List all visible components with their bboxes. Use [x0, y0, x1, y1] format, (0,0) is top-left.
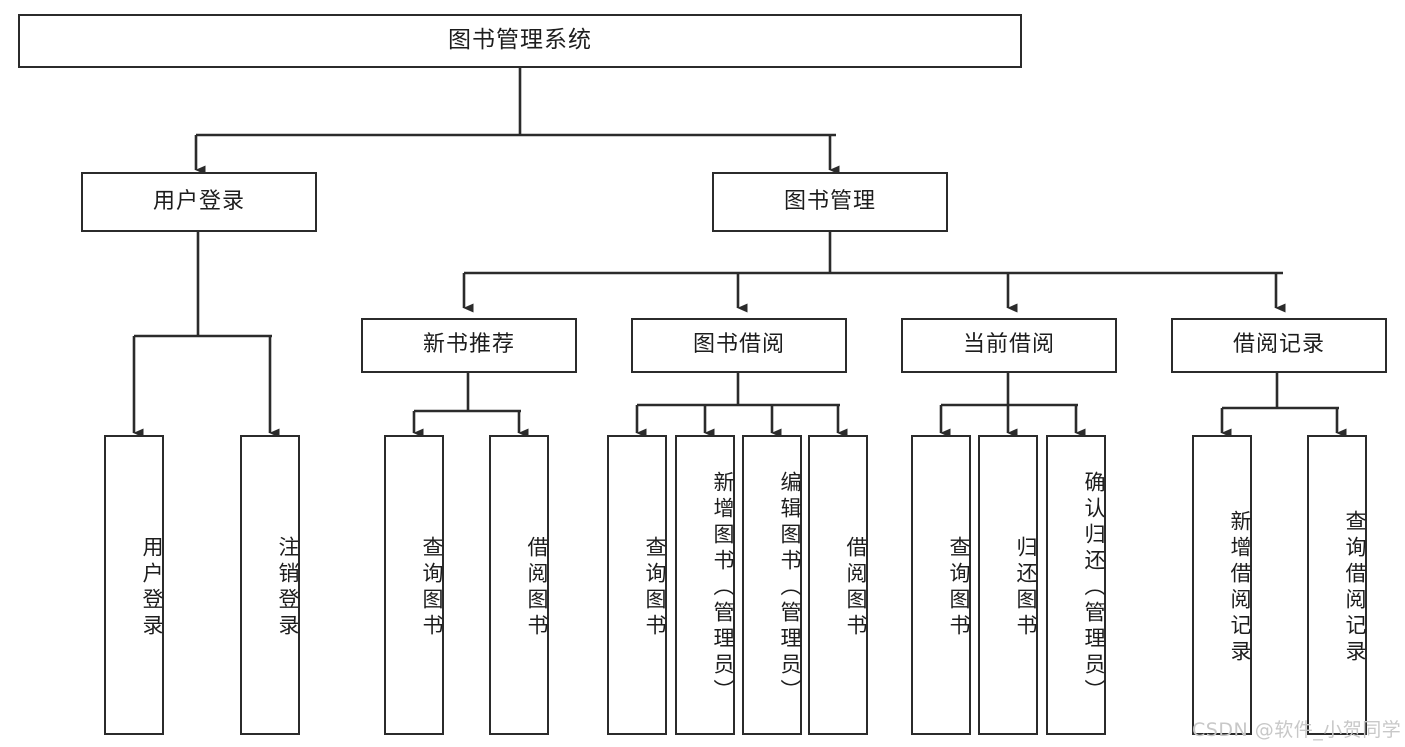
node-new-book-recommend-label: 新书推荐 — [422, 332, 515, 358]
node-leaf-query-book-2-label: 查询图书 — [643, 536, 667, 640]
node-book-manage-label: 图书管理 — [783, 188, 876, 214]
node-leaf-user-login-label: 用户登录 — [140, 536, 164, 640]
node-leaf-borrow-book-2[interactable]: 借阅图书 — [808, 435, 868, 735]
node-leaf-query-book-1-label: 查询图书 — [420, 536, 444, 640]
node-root[interactable]: 图书管理系统 — [18, 14, 1022, 68]
node-user-login-label: 用户登录 — [152, 188, 245, 214]
node-book-borrow[interactable]: 图书借阅 — [631, 318, 847, 373]
node-leaf-add-book[interactable]: 新增图书（管理员） — [675, 435, 735, 735]
node-user-login[interactable]: 用户登录 — [81, 172, 317, 232]
node-leaf-user-login[interactable]: 用户登录 — [104, 435, 164, 735]
node-borrow-record-label: 借阅记录 — [1232, 332, 1325, 358]
node-leaf-confirm-return-label: 确认归还（管理员） — [1082, 471, 1106, 705]
node-leaf-logout-login[interactable]: 注销登录 — [240, 435, 300, 735]
node-leaf-borrow-book-1-label: 借阅图书 — [525, 536, 549, 640]
node-root-label: 图书管理系统 — [448, 27, 592, 54]
node-current-borrow[interactable]: 当前借阅 — [901, 318, 1117, 373]
node-book-manage[interactable]: 图书管理 — [712, 172, 948, 232]
node-leaf-query-book-2[interactable]: 查询图书 — [607, 435, 667, 735]
node-leaf-return-book[interactable]: 归还图书 — [978, 435, 1038, 735]
node-leaf-edit-book[interactable]: 编辑图书（管理员） — [742, 435, 802, 735]
node-leaf-query-book-3[interactable]: 查询图书 — [911, 435, 971, 735]
node-leaf-edit-book-label: 编辑图书（管理员） — [778, 471, 802, 705]
node-leaf-add-book-label: 新增图书（管理员） — [711, 471, 735, 705]
node-leaf-logout-login-label: 注销登录 — [276, 536, 300, 640]
node-leaf-query-book-3-label: 查询图书 — [947, 536, 971, 640]
node-leaf-add-record[interactable]: 新增借阅记录 — [1192, 435, 1252, 735]
node-new-book-recommend[interactable]: 新书推荐 — [361, 318, 577, 373]
node-leaf-borrow-book-2-label: 借阅图书 — [844, 536, 868, 640]
node-leaf-query-record-label: 查询借阅记录 — [1343, 510, 1367, 666]
node-book-borrow-label: 图书借阅 — [692, 332, 785, 358]
node-leaf-query-book-1[interactable]: 查询图书 — [384, 435, 444, 735]
node-leaf-confirm-return[interactable]: 确认归还（管理员） — [1046, 435, 1106, 735]
node-leaf-borrow-book-1[interactable]: 借阅图书 — [489, 435, 549, 735]
node-leaf-query-record[interactable]: 查询借阅记录 — [1307, 435, 1367, 735]
node-current-borrow-label: 当前借阅 — [962, 332, 1055, 358]
node-leaf-return-book-label: 归还图书 — [1014, 536, 1038, 640]
node-borrow-record[interactable]: 借阅记录 — [1171, 318, 1387, 373]
node-leaf-add-record-label: 新增借阅记录 — [1228, 510, 1252, 666]
